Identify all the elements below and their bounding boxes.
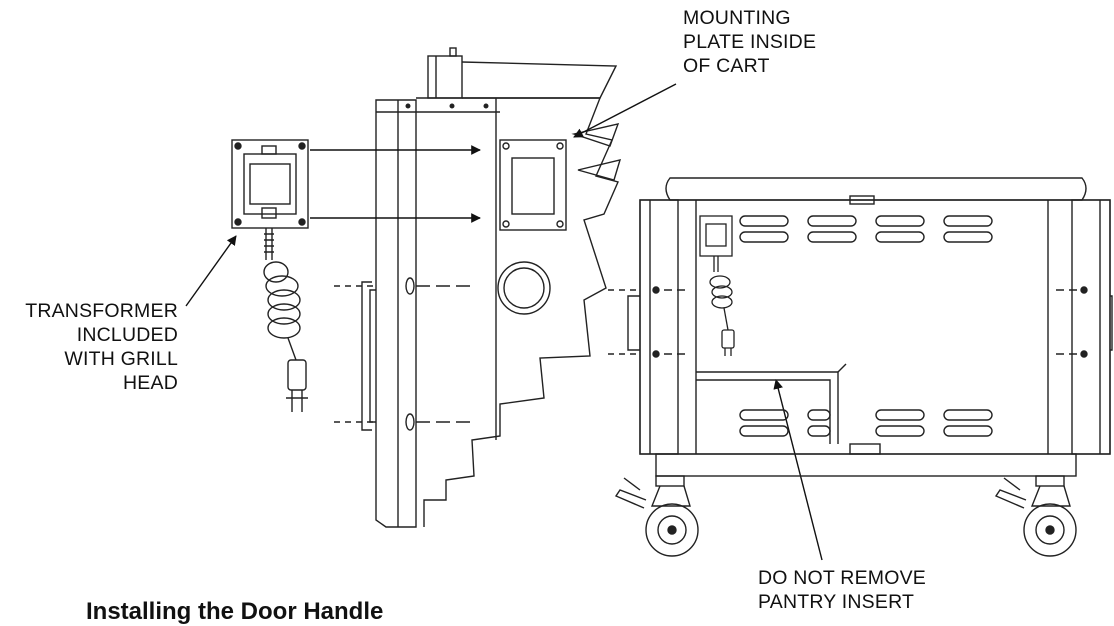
label-line: INCLUDED <box>76 324 178 346</box>
cart-rear-view <box>639 177 1111 477</box>
label-mounting-plate: MOUNTING PLATE INSIDE OF CART <box>683 6 816 78</box>
cart-side-view <box>334 47 622 528</box>
mounting-plate <box>499 139 567 231</box>
label-line: PANTRY INSERT <box>758 591 915 613</box>
label-line: DO NOT REMOVE <box>758 567 927 589</box>
rear-handles <box>608 286 1113 358</box>
vent-slots <box>739 215 993 437</box>
caster-left <box>614 475 699 557</box>
label-line: HEAD <box>123 372 178 394</box>
mounted-transformer <box>699 215 735 356</box>
caster-right <box>994 475 1077 557</box>
label-line: TRANSFORMER <box>25 300 178 322</box>
leader-transformer <box>185 235 237 307</box>
label-line: WITH GRILL <box>64 348 178 370</box>
label-line: OF CART <box>683 55 770 77</box>
leader-pantry-insert <box>773 379 823 561</box>
leader-mounting-plate <box>573 83 677 138</box>
label-line: PLATE INSIDE <box>683 31 817 53</box>
section-heading: Installing the Door Handle <box>86 598 384 625</box>
transformer <box>231 139 309 412</box>
label-line: MOUNTING <box>683 7 791 29</box>
label-pantry-insert: DO NOT REMOVE PANTRY INSERT <box>758 566 926 614</box>
label-transformer: TRANSFORMER INCLUDED WITH GRILL HEAD <box>25 299 178 395</box>
